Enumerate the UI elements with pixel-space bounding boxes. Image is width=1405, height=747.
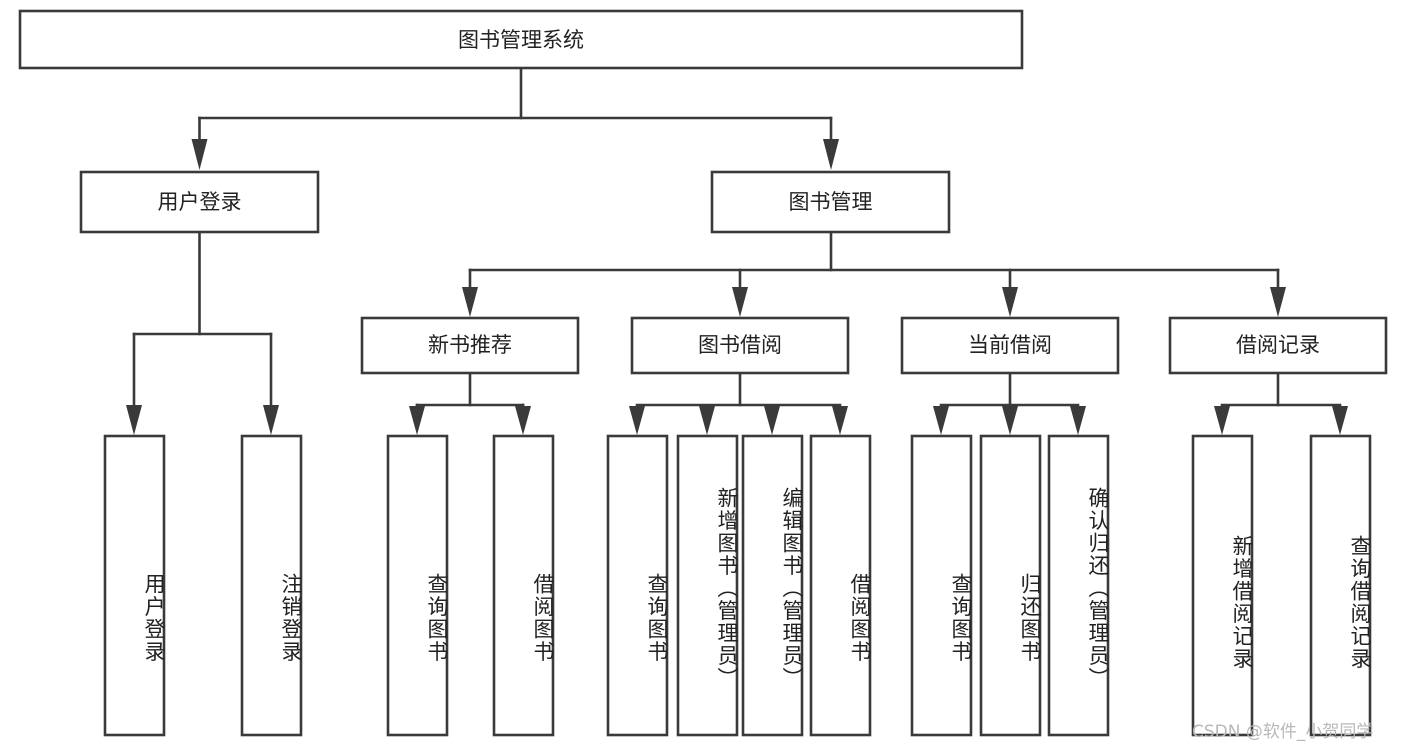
node-box-user-login[interactable] [79,170,320,234]
connector-group-root [191,66,839,170]
connector-group-book-mgmt [462,230,1286,317]
arrowhead-login-leaf-1 [126,405,142,435]
node-label-borrow-record: 借阅记录 [1236,333,1320,357]
node-box-current-borrow[interactable] [900,316,1120,375]
arrowhead-to-new-book [462,287,478,317]
connector-group-book-borrow [629,371,848,435]
arrowhead-borrowrecord-leaf-1 [1214,406,1230,435]
connector-group-new-book-recommend [409,371,531,435]
node-label-root: 图书管理系统 [458,28,584,52]
connector-group-user-login [126,230,279,435]
node-box-leaf-return-book[interactable] [979,434,1042,737]
arrowhead-bookborrow-leaf-4 [832,406,848,435]
arrowhead-to-book-mgmt [823,139,839,170]
node-box-leaf-query-record[interactable] [1309,434,1372,737]
node-box-root[interactable] [18,9,1024,70]
node-box-leaf-edit-book[interactable] [741,434,804,737]
node-box-leaf-query-book-3[interactable] [910,434,973,737]
arrowhead-bookborrow-leaf-2 [699,406,715,435]
arrowhead-bookborrow-leaf-3 [764,406,780,435]
node-box-book-borrow[interactable] [630,316,850,375]
node-box-leaf-user-login[interactable] [103,434,166,737]
node-box-new-book-recommend[interactable] [360,316,580,375]
node-label-book-borrow: 图书借阅 [698,333,782,357]
node-box-leaf-borrow-book-1[interactable] [492,434,555,737]
node-label-new-book-recommend: 新书推荐 [428,333,512,357]
arrowhead-newbook-leaf-2 [515,406,531,435]
arrowhead-newbook-leaf-1 [409,406,425,435]
arrowhead-to-user-login [191,139,208,170]
node-box-leaf-add-book[interactable] [676,434,739,737]
arrowhead-login-leaf-2 [263,405,279,435]
connector-group-current-borrow [933,371,1086,435]
node-box-leaf-logout[interactable] [240,434,303,737]
node-box-leaf-borrow-book-2[interactable] [809,434,872,737]
node-box-leaf-add-record[interactable] [1191,434,1254,737]
arrowhead-to-borrow-record [1270,287,1286,317]
arrowhead-currentborrow-leaf-1 [933,406,949,435]
node-box-book-management[interactable] [710,170,951,234]
connector-group-borrow-record [1214,371,1348,435]
node-label-current-borrow: 当前借阅 [968,333,1052,357]
node-box-leaf-query-book-1[interactable] [386,434,449,737]
arrowhead-currentborrow-leaf-3 [1070,406,1086,435]
watermark-csdn: CSDN @软件_小贺同学 [1192,722,1374,742]
arrowhead-bookborrow-leaf-1 [629,406,645,435]
arrowhead-to-current-borrow [1002,287,1018,317]
node-label-user-login: 用户登录 [158,190,242,214]
node-box-borrow-record[interactable] [1168,316,1388,375]
arrowhead-currentborrow-leaf-2 [1002,406,1018,435]
node-box-leaf-query-book-2[interactable] [606,434,669,737]
node-label-book-management: 图书管理 [789,190,873,214]
arrowhead-to-book-borrow [732,287,748,317]
arrowhead-borrowrecord-leaf-2 [1332,406,1348,435]
node-box-leaf-confirm-return[interactable] [1047,434,1110,737]
